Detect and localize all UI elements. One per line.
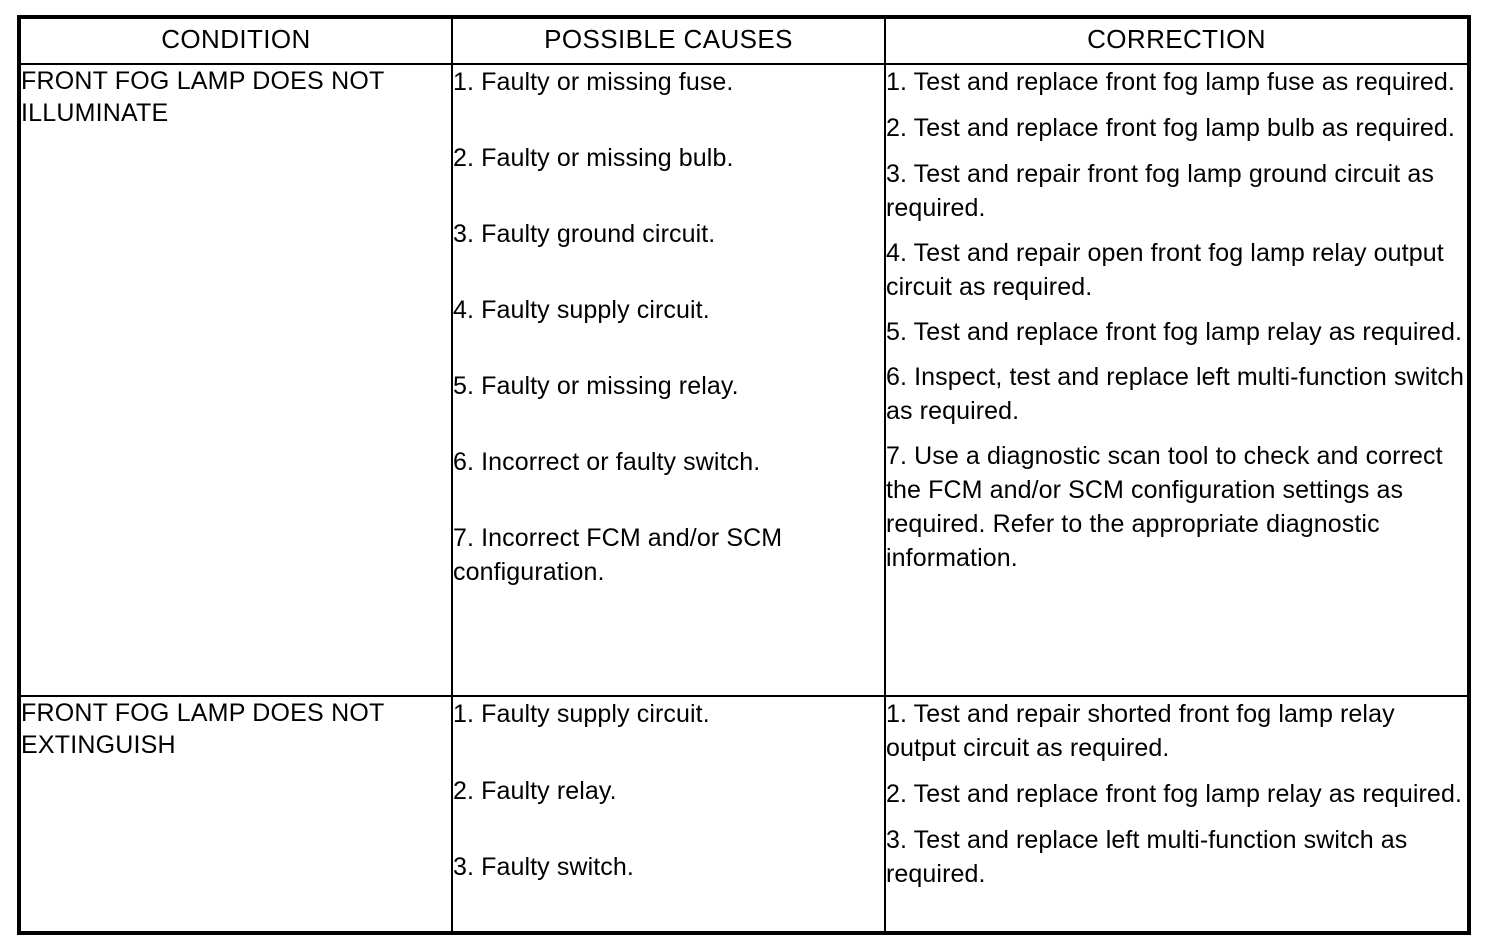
header-condition: CONDITION bbox=[18, 16, 453, 65]
list-item: 3. Test and repair front fog lamp ground… bbox=[886, 160, 1434, 222]
condition-cell: FRONT FOG LAMP DOES NOT ILLUMINATE bbox=[18, 62, 453, 698]
correction-cell: 1. Test and repair shorted front fog lam… bbox=[884, 695, 1470, 934]
list-item: 6. Inspect, test and replace left multi-… bbox=[886, 363, 1464, 425]
table-row: FRONT FOG LAMP DOES NOT EXTINGUISH 1. Fa… bbox=[18, 695, 1470, 934]
possible-causes-cell: 1. Faulty or missing fuse. 2. Faulty or … bbox=[451, 62, 886, 698]
condition-text: FRONT FOG LAMP DOES NOT EXTINGUISH bbox=[21, 699, 384, 760]
list-item: 3. Faulty ground circuit. bbox=[453, 220, 716, 248]
table-header-row: CONDITION POSSIBLE CAUSES CORRECTION bbox=[18, 16, 1470, 65]
list-item: 5. Test and replace front fog lamp relay… bbox=[886, 318, 1462, 346]
condition-cell: FRONT FOG LAMP DOES NOT EXTINGUISH bbox=[18, 695, 453, 934]
list-item: 2. Test and replace front fog lamp bulb … bbox=[886, 114, 1455, 142]
list-item: 2. Faulty relay. bbox=[453, 777, 617, 806]
list-item: 7. Use a diagnostic scan tool to check a… bbox=[886, 442, 1443, 572]
causes-list: 1. Faulty supply circuit. 2. Faulty rela… bbox=[453, 697, 884, 884]
table-body: FRONT FOG LAMP DOES NOT ILLUMINATE 1. Fa… bbox=[18, 62, 1470, 934]
list-item: 1. Faulty supply circuit. bbox=[453, 700, 710, 729]
correction-cell: 1. Test and replace front fog lamp fuse … bbox=[884, 62, 1470, 698]
list-item: 3. Test and replace left multi-function … bbox=[886, 826, 1408, 889]
possible-causes-cell: 1. Faulty supply circuit. 2. Faulty rela… bbox=[451, 695, 886, 934]
list-item: 4. Faulty supply circuit. bbox=[453, 296, 710, 324]
list-item: 6. Incorrect or faulty switch. bbox=[453, 448, 761, 476]
causes-list: 1. Faulty or missing fuse. 2. Faulty or … bbox=[453, 65, 884, 589]
table-header: CONDITION POSSIBLE CAUSES CORRECTION bbox=[18, 16, 1470, 65]
diagnostic-table: CONDITION POSSIBLE CAUSES CORRECTION FRO… bbox=[17, 15, 1471, 935]
list-item: 3. Faulty switch. bbox=[453, 853, 634, 882]
corrections-list: 1. Test and repair shorted front fog lam… bbox=[886, 697, 1467, 891]
list-item: 7. Incorrect FCM and/or SCM configuratio… bbox=[453, 524, 783, 586]
list-item: 4. Test and repair open front fog lamp r… bbox=[886, 239, 1444, 301]
table-row: FRONT FOG LAMP DOES NOT ILLUMINATE 1. Fa… bbox=[18, 62, 1470, 698]
list-item: 1. Faulty or missing fuse. bbox=[453, 68, 734, 96]
list-item: 1. Test and repair shorted front fog lam… bbox=[886, 700, 1395, 763]
header-possible-causes: POSSIBLE CAUSES bbox=[451, 16, 886, 65]
condition-text: FRONT FOG LAMP DOES NOT ILLUMINATE bbox=[21, 67, 384, 127]
corrections-list: 1. Test and replace front fog lamp fuse … bbox=[886, 65, 1467, 575]
list-item: 2. Test and replace front fog lamp relay… bbox=[886, 780, 1462, 809]
header-correction: CORRECTION bbox=[884, 16, 1470, 65]
list-item: 2. Faulty or missing bulb. bbox=[453, 144, 734, 172]
list-item: 5. Faulty or missing relay. bbox=[453, 372, 739, 400]
list-item: 1. Test and replace front fog lamp fuse … bbox=[886, 68, 1455, 96]
